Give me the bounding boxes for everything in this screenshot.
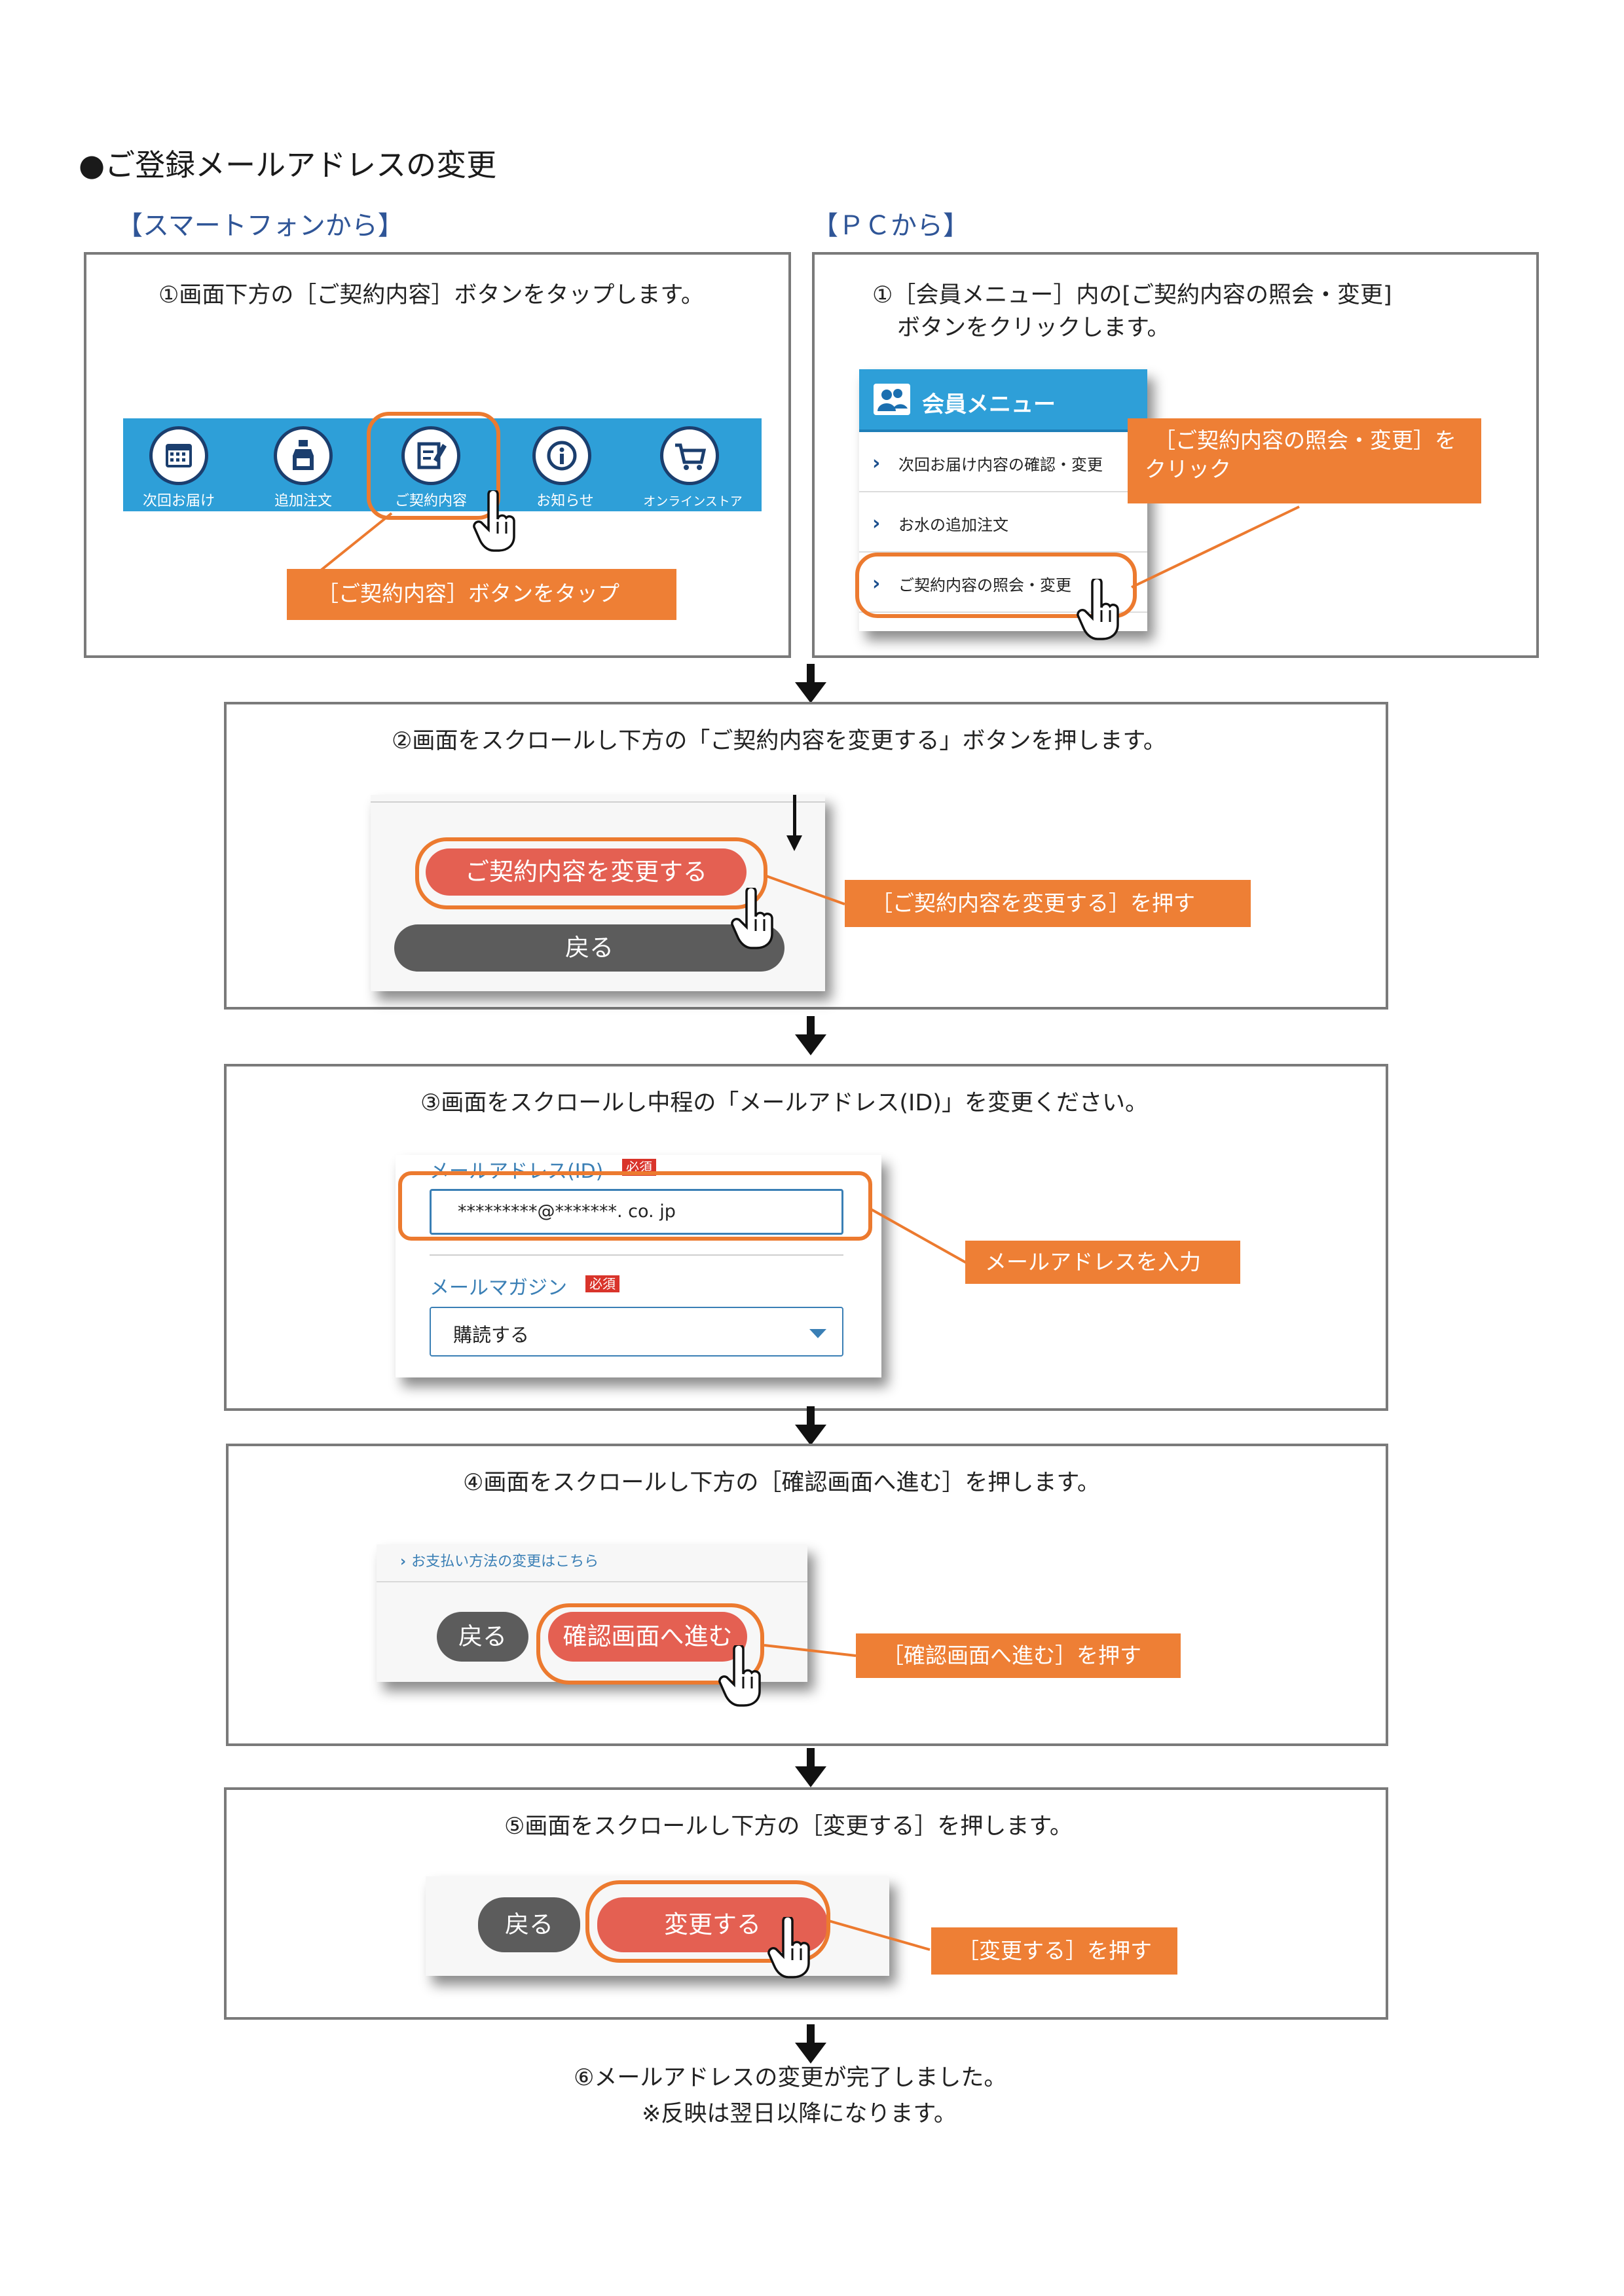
step1-pc-callout-line1: ［ご契約内容の照会・変更］を xyxy=(1154,428,1456,453)
scroll-down-arrow-icon xyxy=(786,795,802,851)
chevron-right-icon: › xyxy=(872,572,881,595)
divider xyxy=(371,801,825,803)
caret-down-icon xyxy=(809,1329,826,1338)
step4-panel: ④画面をスクロールし下方の［確認画面へ進む］を押します。 ›お支払い方法の変更は… xyxy=(226,1444,1388,1746)
back-button[interactable]: 戻る xyxy=(478,1897,580,1952)
confirm-button-highlight xyxy=(536,1603,764,1685)
required-badge: 必須 xyxy=(585,1275,619,1292)
contract-button-highlight xyxy=(367,412,500,520)
shopping-cart-icon[interactable] xyxy=(660,426,719,485)
change-contract-highlight xyxy=(415,837,767,909)
divider xyxy=(377,1581,807,1582)
payment-change-link-label: お支払い方法の変更はこちら xyxy=(411,1554,599,1570)
toolbar-label-contract: ご契約内容 xyxy=(394,493,467,509)
menu-item-label: お水の追加注文 xyxy=(898,516,1008,534)
menu-item-next-delivery[interactable]: › 次回お届け内容の確認・変更 xyxy=(859,433,1147,492)
step4-instruction: ④画面をスクロールし下方の［確認画面へ進む］を押します。 xyxy=(463,1470,1100,1496)
edit-document-icon[interactable] xyxy=(401,426,460,485)
payment-change-link[interactable]: ›お支払い方法の変更はこちら xyxy=(400,1550,599,1571)
step2-callout: ［ご契約内容を変更する］を押す xyxy=(845,880,1251,927)
step3-callout: メールアドレスを入力 xyxy=(965,1241,1240,1284)
change-button[interactable]: 変更する xyxy=(597,1897,828,1952)
step2-panel: ②画面をスクロールし下方の「ご契約内容を変更する」ボタンを押します。 ご契約内容… xyxy=(224,702,1388,1010)
magazine-select-value: 購読する xyxy=(453,1324,530,1346)
email-field[interactable]: *********@*******. co. jp xyxy=(430,1189,843,1235)
step4-screenshot: ›お支払い方法の変更はこちら 戻る 確認画面へ進む xyxy=(377,1544,807,1682)
section-title-smartphone: 【スマートフォンから】 xyxy=(117,211,404,241)
menu-item-water-order[interactable]: › お水の追加注文 xyxy=(859,494,1147,553)
change-contract-button[interactable]: ご契約内容を変更する xyxy=(426,848,747,896)
member-menu-card: 会員メニュー › 次回お届け内容の確認・変更 › お水の追加注文 › ご契約内容… xyxy=(859,369,1147,631)
down-arrow-icon xyxy=(795,1016,826,1055)
step1-smartphone-panel: ①画面下方の［ご契約内容］ボタンをタップします。 次回お届け 追加注文 ご契約内… xyxy=(84,252,791,658)
down-arrow-icon xyxy=(795,1406,826,1446)
divider xyxy=(430,1254,843,1256)
pointer-hand-icon xyxy=(1077,579,1119,640)
menu-item-label: 次回お届け内容の確認・変更 xyxy=(898,456,1103,474)
step3-panel: ③画面をスクロールし中程の「メールアドレス(ID)」を変更ください。 メールアド… xyxy=(224,1064,1388,1411)
pointer-hand-icon xyxy=(473,490,515,552)
chevron-right-icon: › xyxy=(872,512,881,535)
page-title: ●ご登録メールアドレスの変更 xyxy=(79,147,497,183)
step1-pc-callout: ［ご契約内容の照会・変更］を クリック xyxy=(1128,418,1481,503)
toolbar-label-online-store: オンラインストア xyxy=(643,494,743,509)
smartphone-toolbar: 次回お届け 追加注文 ご契約内容 お知らせ オンラインストア xyxy=(123,418,762,511)
magazine-field-label: メールマガジン xyxy=(430,1277,567,1300)
down-arrow-icon xyxy=(795,664,826,703)
step1-pc-panel: ①［会員メニュー］内の[ご契約内容の照会・変更] ボタンをクリックします。 会員… xyxy=(812,252,1539,658)
step2-instruction: ②画面をスクロールし下方の「ご契約内容を変更する」ボタンを押します。 xyxy=(392,728,1166,754)
back-button[interactable]: 戻る xyxy=(394,924,784,972)
step6-line2: ※反映は翌日以降になります。 xyxy=(642,2101,957,2127)
toolbar-label-news: お知らせ xyxy=(536,493,594,509)
back-button[interactable]: 戻る xyxy=(437,1612,528,1662)
step1-pc-instruction-line1: ①［会員メニュー］内の[ご契約内容の照会・変更] xyxy=(872,282,1392,308)
email-field-highlight xyxy=(398,1171,872,1241)
step5-callout: ［変更する］を押す xyxy=(931,1927,1177,1975)
step5-panel: ⑤画面をスクロールし下方の［変更する］を押します。 戻る 変更する ［変更する］… xyxy=(224,1787,1388,2020)
toolbar-label-next-delivery: 次回お届け xyxy=(142,493,215,509)
down-arrow-icon xyxy=(795,2024,826,2064)
email-field-value: *********@*******. co. jp xyxy=(458,1201,676,1222)
chevron-right-icon: › xyxy=(872,452,881,475)
toolbar-label-add-order: 追加注文 xyxy=(274,493,332,509)
magazine-select[interactable]: 購読する xyxy=(430,1307,843,1357)
confirm-screen-button[interactable]: 確認画面へ進む xyxy=(548,1612,747,1662)
menu-item-contract[interactable]: › ご契約内容の照会・変更 xyxy=(859,554,1147,613)
step5-instruction: ⑤画面をスクロールし下方の［変更する］を押します。 xyxy=(504,1813,1073,1840)
step6-line1: ⑥メールアドレスの変更が完了しました。 xyxy=(574,2065,1007,2091)
step1-sp-callout: ［ご契約内容］ボタンをタップ xyxy=(287,569,676,620)
calendar-icon[interactable] xyxy=(149,426,208,485)
menu-item-label: ご契約内容の照会・変更 xyxy=(898,576,1071,594)
step3-instruction: ③画面をスクロールし中程の「メールアドレス(ID)」を変更ください。 xyxy=(420,1090,1148,1116)
change-button-highlight xyxy=(585,1880,830,1963)
members-icon xyxy=(874,384,910,415)
step3-screenshot: メールアドレス(ID) 必須 *********@*******. co. jp… xyxy=(396,1155,881,1377)
step1-pc-callout-line2: クリック xyxy=(1145,456,1231,482)
step1-sp-instruction: ①画面下方の［ご契約内容］ボタンをタップします。 xyxy=(158,282,704,308)
pointer-hand-icon xyxy=(767,1917,810,1978)
water-bottle-icon[interactable] xyxy=(274,426,333,485)
info-icon[interactable] xyxy=(532,426,591,485)
step1-pc-instruction-line2: ボタンをクリックします。 xyxy=(897,315,1170,341)
pointer-hand-icon xyxy=(718,1645,761,1707)
member-menu-header: 会員メニュー xyxy=(859,369,1147,432)
section-title-pc: 【ＰＣから】 xyxy=(812,211,969,241)
pointer-hand-icon xyxy=(731,888,773,949)
down-arrow-icon xyxy=(795,1748,826,1787)
chevron-right-icon: › xyxy=(400,1554,407,1570)
member-menu-title: 会員メニュー xyxy=(922,392,1056,418)
step4-callout: ［確認画面へ進む］を押す xyxy=(856,1633,1181,1678)
